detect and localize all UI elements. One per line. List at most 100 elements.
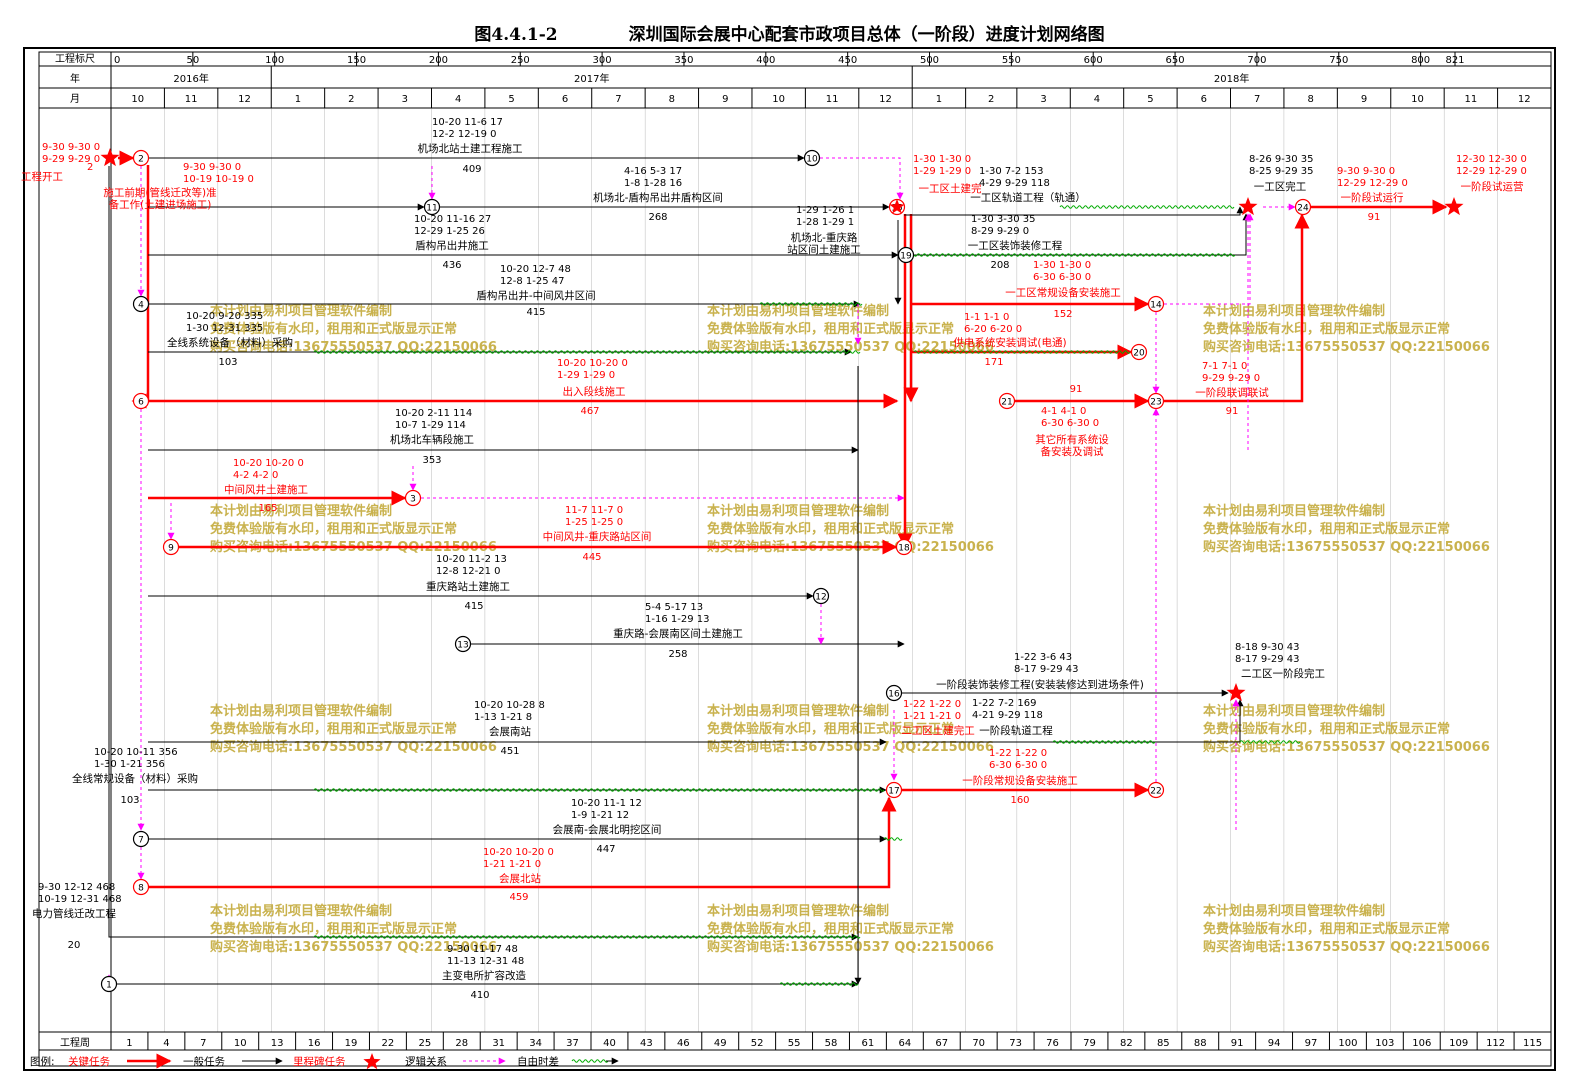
legend-label: 图例: [30,1055,55,1068]
week-label-cell: 49 [714,1038,727,1049]
watermark-line: 购买咨询电话:13675550537 QQ:22150066 [1203,539,1490,555]
task-date-early: 9-30 9-30 0 [1337,166,1395,177]
critical-task-arrow [148,796,897,889]
event-node-label-24: 24 [1297,204,1309,214]
task-name: 一阶段试运营 [1461,180,1524,193]
month-label: 月 [70,93,80,105]
month-label-cell: 6 [1201,94,1207,105]
legend-milestone-label: 里程碑任务 [293,1055,346,1068]
watermark-line: 本计划由易利项目管理软件编制 [707,703,889,719]
task-date-late: 4-29 9-29 118 [979,178,1050,189]
task-date-early: 10-20 10-11 356 [94,747,178,758]
event-node-label-22: 22 [1150,787,1161,797]
free-float [779,982,859,986]
task-date-early: 9-30 9-30 0 [42,142,100,153]
week-label-cell: 103 [1375,1038,1394,1049]
week-label-cell: 88 [1194,1038,1207,1049]
free-float [313,788,885,792]
week-label-cell: 13 [271,1038,284,1049]
task-name: 机场北-重庆路 [791,231,858,244]
watermark-line: 本计划由易利项目管理软件编制 [1203,903,1385,919]
week-label-cell: 94 [1268,1038,1281,1049]
month-label-cell: 12 [238,94,251,105]
watermark-line: 本计划由易利项目管理软件编制 [707,903,889,919]
week-label-cell: 61 [862,1038,875,1049]
event-node-label-23: 23 [1150,398,1161,408]
task-name: 一阶段联调联试 [1195,386,1269,399]
watermark: 本计划由易利项目管理软件编制免费体验版有水印，租用和正式版显示正常购买咨询电话:… [210,303,1490,955]
task-date-late: 8-29 9-29 0 [971,226,1029,237]
task-duration: 165 [258,503,277,514]
task-name: 施工前期(管线迁改等)准 [103,186,216,199]
task-date-late: 1-29 1-29 0 [557,370,615,381]
task-date-early: 12-30 12-30 0 [1456,154,1527,165]
week-label-cell: 31 [492,1038,505,1049]
task-date-late: 8-25 9-29 35 [1249,166,1313,177]
task-date-late: 12-29 1-25 26 [414,226,485,237]
task-name: 全线常规设备（材料）采购 [72,772,198,785]
task-duration: 171 [984,357,1003,368]
watermark-line: 本计划由易利项目管理软件编制 [707,503,889,519]
event-node-label-19: 19 [900,252,912,262]
event-node-label-16: 16 [888,690,900,700]
task-date-late: 12-2 12-19 0 [432,129,496,140]
scale-tick-label: 300 [593,55,612,66]
task-name: 备工作(土建进场施工) [109,198,212,211]
task-date-late: 1-30 1-21 356 [94,759,165,770]
watermark-line: 免费体验版有水印，租用和正式版显示正常 [210,521,457,537]
task-date-early: 10-20 10-20 0 [483,847,554,858]
task-date-early: 10-20 2-11 114 [395,408,472,419]
event-node-label-17: 17 [888,787,899,797]
scale-tick-label: 550 [1002,55,1021,66]
task-date-early: 8-18 9-30 43 [1235,642,1299,653]
month-label-cell: 12 [879,94,892,105]
scale-tick-label: 650 [1166,55,1185,66]
task-name: 一阶段常规设备安装施工 [962,774,1078,787]
task-date-late: 6-30 6-30 0 [1041,418,1099,429]
task-date-late: 9-29 9-29 0 [1202,373,1260,384]
task-date-late: 4-21 9-29 118 [972,710,1043,721]
week-label-cell: 109 [1449,1038,1468,1049]
watermark-line: 购买咨询电话:13675550537 QQ:22150066 [707,739,994,755]
scale-tick-label: 800 [1411,55,1430,66]
watermark-line: 本计划由易利项目管理软件编制 [210,303,392,319]
event-node-label-12: 12 [815,593,826,603]
week-label-cell: 91 [1231,1038,1244,1049]
task-duration: 415 [526,307,545,318]
watermark-line: 本计划由易利项目管理软件编制 [707,303,889,319]
task-name: 重庆路-会展南区间土建施工 [613,627,743,640]
watermark-line: 购买咨询电话:13675550537 QQ:22150066 [210,339,497,355]
task-date-early: 1-22 3-6 43 [1014,652,1072,663]
task-date-early: 10-20 9-20 335 [186,311,263,322]
task-name: 中间风井-重庆路站区间 [543,530,652,543]
event-node-19 [897,246,915,264]
task-date-late: 1-21 1-21 0 [903,711,961,722]
task-date-late: 6-20 6-20 0 [964,324,1022,335]
task-date-early: 1-22 1-22 0 [989,748,1047,759]
task-duration: 208 [990,260,1009,271]
watermark-line: 免费体验版有水印，租用和正式版显示正常 [707,321,954,337]
task-duration: 410 [470,990,489,1001]
month-label-cell: 8 [1307,94,1313,105]
task-date-early: 9-30 9-30 0 [183,162,241,173]
watermark-line: 免费体验版有水印，租用和正式版显示正常 [707,921,954,937]
month-label-cell: 4 [455,94,461,105]
milestone-star-start [100,148,120,167]
task-duration: 268 [648,212,667,223]
task-date-late: 11-13 12-31 48 [447,956,524,967]
month-label-cell: 11 [826,94,839,105]
event-node-8 [132,878,150,896]
week-label-cell: 73 [1009,1038,1022,1049]
event-node-9 [162,538,180,556]
week-label-cell: 46 [677,1038,690,1049]
event-node-23 [1147,392,1165,410]
watermark-line: 本计划由易利项目管理软件编制 [1203,303,1385,319]
event-node-18 [895,538,913,556]
week-label-cell: 7 [200,1038,206,1049]
task-duration: 459 [509,892,528,903]
month-label-cell: 7 [615,94,621,105]
task-date-early: 9-30 11-17 48 [447,944,518,955]
task-name: 会展南站 [489,725,531,738]
task-date-early: 1-22 7-2 169 [972,698,1036,709]
